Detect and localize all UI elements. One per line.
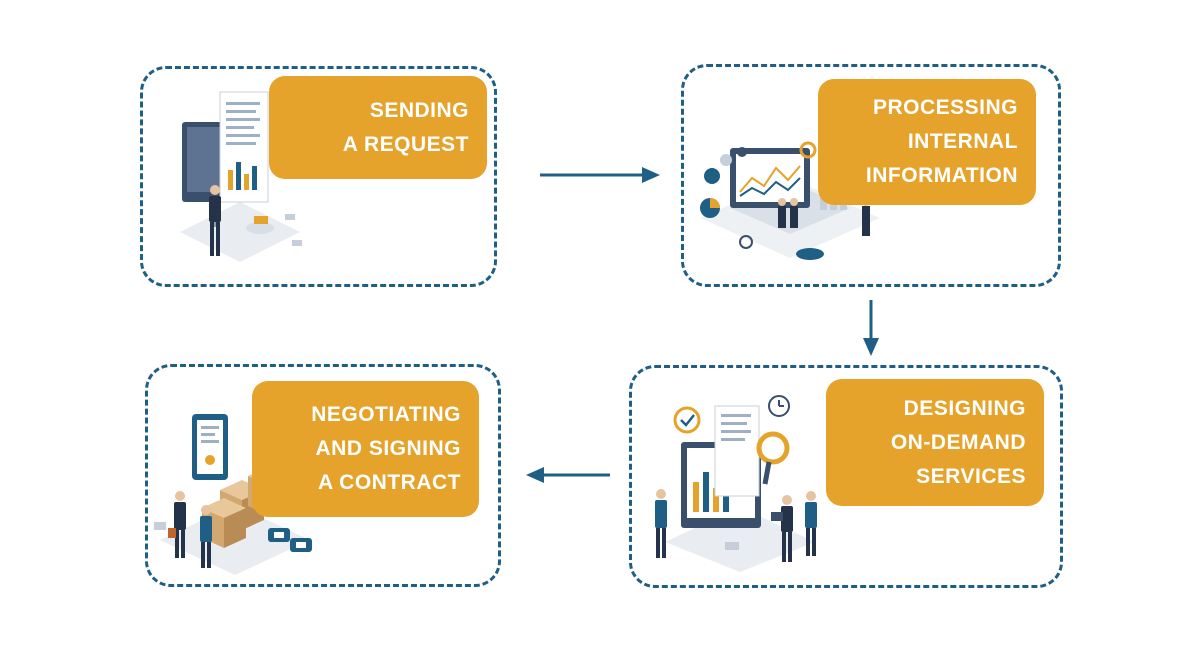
label-negotiating-contract: NEGOTIATING AND SIGNING A CONTRACT [252,381,479,517]
label-line: PROCESSING [872,96,1018,119]
arrow-right [540,167,660,183]
label-line: AND SIGNING [315,437,461,460]
sending-request-illustration [180,91,302,262]
step-box-designing-services [629,365,1063,588]
label-sending-request: SENDING A REQUEST [269,76,487,179]
step-box-negotiating-contract [145,364,501,587]
designing-services-illustration [655,395,817,572]
label-line: A REQUEST [342,132,469,156]
label-line: INFORMATION [865,164,1018,187]
arrow-left [526,467,610,483]
label-line: SERVICES [916,464,1026,488]
label-line: INTERNAL [907,130,1018,153]
label-designing-services: DESIGNING ON-DEMAND SERVICES [826,379,1044,506]
label-line: ON-DEMAND [890,430,1026,454]
label-line: DESIGNING [903,396,1026,420]
label-line: NEGOTIATING [311,403,461,426]
step-box-sending-request [140,66,497,287]
arrow-down [863,300,879,356]
label-line: A CONTRACT [317,471,461,494]
label-processing-info: PROCESSING INTERNAL INFORMATION [818,79,1036,205]
label-line: SENDING [369,98,469,122]
step-box-processing-info [681,64,1061,287]
